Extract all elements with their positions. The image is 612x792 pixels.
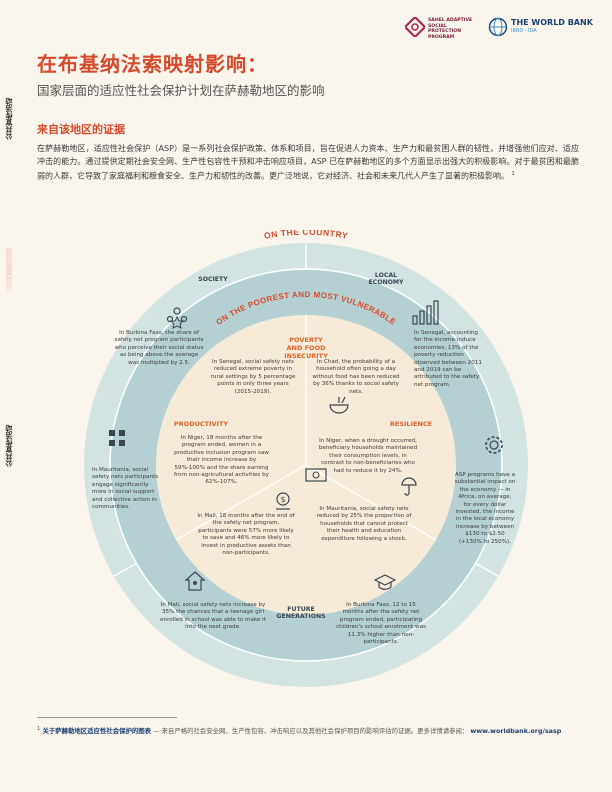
society-label: SOCIETY <box>198 276 228 283</box>
burkina-generations-text: In Burkina Faso, 12 to 15 months after t… <box>336 602 426 646</box>
dollar-hand-icon: $ <box>276 492 290 510</box>
niger-resilience-text: In Niger, when a drought occurred, benef… <box>318 438 418 474</box>
svg-text:$: $ <box>280 495 285 504</box>
intro-text: 在萨赫勒地区，适应性社会保护（ASP）是一系列社会保护政策、体系和项目，旨在促进… <box>37 144 579 181</box>
sahel-knot-icon <box>405 17 425 37</box>
footnote-body: — 来自严格的社会安全网、生产性包容、冲击响应以及其他社会保护项目的影响评估的证… <box>151 727 469 736</box>
footnote-link[interactable]: www.worldbank.org/sasp <box>470 727 562 736</box>
cash-icon <box>305 468 327 482</box>
sahel-logo-line: PROGRAM <box>428 34 455 40</box>
money-gear-icon <box>485 436 503 454</box>
niger-productivity-text: In Niger, 18 months after the program en… <box>174 435 269 486</box>
graduation-cap-icon <box>374 574 396 590</box>
chad-poverty-text: In Chad, the probability of a household … <box>312 359 400 395</box>
sahel-program-logo: SAHEL ADAPTIVE SOCIAL PROTECTION PROGRAM <box>405 17 480 40</box>
worldbank-name: THE WORLD BANK <box>511 18 593 27</box>
intro-paragraph: 在萨赫勒地区，适应性社会保护（ASP）是一系列社会保护政策、体系和项目，旨在促进… <box>37 143 579 183</box>
mali-productivity-text: In Mali, 18 months after the end of the … <box>197 513 295 557</box>
food-bowl-icon <box>329 396 349 414</box>
hands-together-icon <box>109 430 125 446</box>
page-subtitle: 国家层面的适应性社会保护计划在萨赫勒地区的影响 <box>37 83 325 98</box>
side-tab-label: 公共宣传活动 <box>5 248 13 290</box>
impact-rings: ON THE COUNTRY ON THE POOREST AND MOST V… <box>84 230 528 687</box>
side-tab-label: 公共宣传活动 <box>5 425 13 467</box>
burkina-society-text: In Burkina Faso, the share of safety net… <box>114 330 204 366</box>
footnote-number: 1 <box>37 726 41 732</box>
worldbank-logo: THE WORLD BANK IBRD · IDA <box>488 17 598 39</box>
umbrella-icon <box>401 477 417 496</box>
impact-diagram: ON THE COUNTRY ON THE POOREST AND MOST V… <box>56 230 556 700</box>
senegal-poverty-text: In Senegal, social safety nets reduced e… <box>210 359 296 395</box>
footnote: 1 关于萨赫勒地区适应性社会保护的图表 — 来自严格的社会安全网、生产性包容、冲… <box>37 724 577 736</box>
outer-arc-title: ON THE COUNTRY <box>263 230 349 241</box>
productivity-heading: PRODUCTIVITY <box>173 420 229 428</box>
resilience-heading: RESILIENCE <box>389 420 433 428</box>
asp-economy-text: ASP programs have a substantial impact o… <box>454 472 516 545</box>
side-tab-label: 公共宣传活动 <box>5 98 13 140</box>
mauritania-society-text: In Mauritania, social safety nets partic… <box>92 467 159 511</box>
senegal-economy-text: In Senegal, accounting for the income-in… <box>414 330 482 388</box>
footnote-divider <box>37 717 177 718</box>
people-star-icon <box>166 307 188 329</box>
bar-chart-icon <box>412 300 439 325</box>
sahel-logo-line: SAHEL ADAPTIVE <box>428 18 473 23</box>
page-title: 在布基纳法索映射影响： <box>37 52 268 76</box>
mauritania-resilience-text: In Mauritania, social safety nets reduce… <box>316 506 412 542</box>
mali-generations-text: In Mali, social safety nets increase by … <box>160 602 266 631</box>
worldbank-sub: IBRD · IDA <box>511 28 537 34</box>
footnote-ref[interactable]: 1 <box>511 171 515 177</box>
globe-icon <box>488 17 508 37</box>
sahel-logo-line: SOCIAL PROTECTION <box>428 23 462 35</box>
family-icon <box>184 571 206 591</box>
section-heading: 来自该地区的证据 <box>37 123 125 136</box>
footnote-lead: 关于萨赫勒地区适应性社会保护的图表 <box>42 727 152 736</box>
